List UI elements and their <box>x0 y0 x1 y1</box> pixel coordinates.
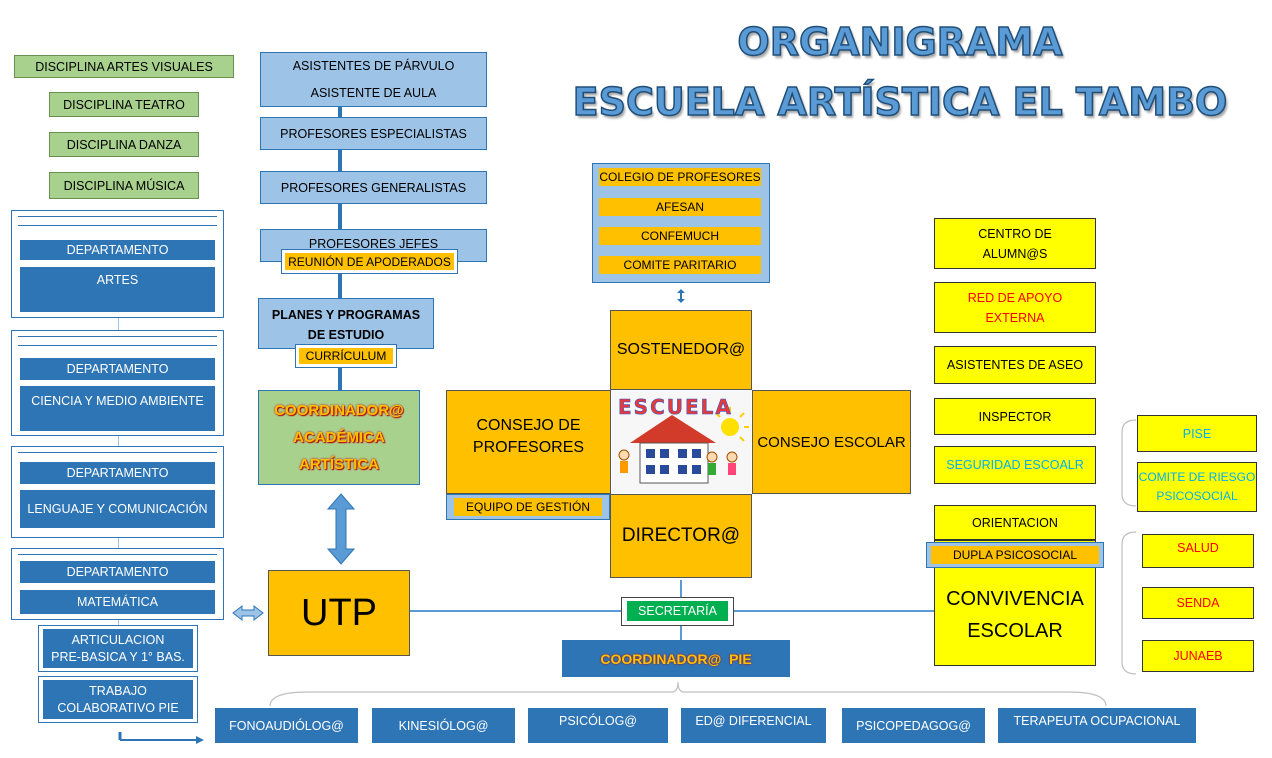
escuela-word: ESCUELA <box>618 395 733 420</box>
double-arrow-vertical <box>326 493 356 565</box>
pise: PISE <box>1137 415 1257 452</box>
school-drawing: ESCUELA <box>612 391 751 493</box>
confemuch: CONFEMUCH <box>599 227 761 245</box>
discipline-artes-visuales: DISCIPLINA ARTES VISUALES <box>14 55 234 78</box>
asistentes-parvulo: ASISTENTES DE PÁRVULO <box>292 59 455 74</box>
afesan: AFESAN <box>599 198 761 216</box>
trabajo-line1: TRABAJO <box>89 683 147 698</box>
coordinadora-line2: ACADÉMICA <box>293 429 385 446</box>
trabajo-colaborativo-box: TRABAJO COLABORATIVO PIE <box>43 680 193 719</box>
asistente-aula: ASISTENTE DE AULA <box>310 85 437 100</box>
department-artes-name: ARTES <box>20 267 215 312</box>
diagram-title-line1: ORGANIGRAMA <box>737 19 1064 65</box>
bottom-left-arrow <box>118 732 204 744</box>
planes-line2: DE ESTUDIO <box>307 328 385 342</box>
profesores-generalistas: PROFESORES GENERALISTAS <box>260 171 487 204</box>
red-apoyo-externa: RED DE APOYO EXTERNA <box>934 282 1096 333</box>
pie-psicologo: PSICÓLOG@ <box>528 708 668 743</box>
department-artes-label: DEPARTAMENTO <box>20 240 215 260</box>
director-box: DIRECTOR@ <box>610 494 752 578</box>
comite-riesgo-psicosocial: COMITE DE RIESGO PSICOSOCIAL <box>1137 462 1257 512</box>
coordinador-pie-box: COORDINADOR@ PIE <box>562 640 790 677</box>
equipo-gestion: EQUIPO DE GESTIÓN <box>454 498 602 516</box>
comite-riesgo-line1: COMITE DE RIESGO <box>1138 470 1256 484</box>
secretaria-box: SECRETARÍA <box>627 601 728 621</box>
discipline-danza: DISCIPLINA DANZA <box>49 132 199 157</box>
articulacion-line1: ARTICULACION <box>71 632 165 647</box>
planes-line1: PLANES Y PROGRAMAS <box>271 308 421 322</box>
department-matematica-label: DEPARTAMENTO <box>20 561 215 583</box>
secretaria-to-pie-connector <box>680 626 682 640</box>
department-ciencia-name: CIENCIA Y MEDIO AMBIENTE <box>20 386 215 431</box>
profesores-especialistas: PROFESORES ESPECIALISTAS <box>260 117 487 150</box>
centro-alumnos: CENTRO DE ALUMN@S <box>934 218 1096 269</box>
coordinadora-line3: ARTÍSTICA <box>299 456 379 473</box>
consejo-profesores-line1: CONSEJO DE <box>476 417 581 434</box>
pie-team-brace <box>269 681 1107 707</box>
department-lenguaje-name: LENGUAJE Y COMUNICACIÓN <box>20 490 215 528</box>
planes-programas-box: PLANES Y PROGRAMAS DE ESTUDIO <box>258 298 434 349</box>
trabajo-line2: COLABORATIVO PIE <box>57 700 179 715</box>
orientacion: ORIENTACION <box>934 505 1096 540</box>
department-matematica-name: MATEMÁTICA <box>20 590 215 614</box>
articulacion-line2: PRE-BASICA Y 1° BAS. <box>51 649 185 664</box>
diagram-title-line2: ESCUELA ARTÍSTICA EL TAMBO <box>572 79 1228 125</box>
centro-alumnos-line1: CENTRO DE <box>978 226 1052 241</box>
red-apoyo-line2: EXTERNA <box>985 310 1045 325</box>
senda: SENDA <box>1142 587 1254 619</box>
double-arrow-left <box>232 604 264 622</box>
red-apoyo-line1: RED DE APOYO <box>967 290 1063 305</box>
school-illustration-icon <box>618 407 749 484</box>
asistentes-aseo: ASISTENTES DE ASEO <box>934 346 1096 384</box>
junaeb: JUNAEB <box>1142 640 1254 672</box>
dupla-psicosocial: DUPLA PSICOSOCIAL <box>931 546 1099 564</box>
department-lenguaje-label: DEPARTAMENTO <box>20 462 215 484</box>
colegio-sostenedor-arrow <box>677 289 685 303</box>
pie-kinesiologo: KINESIÓLOG@ <box>372 708 515 743</box>
sostenedor-box: SOSTENEDOR@ <box>610 310 752 390</box>
convivencia-bracket <box>1121 531 1137 675</box>
consejo-profesores-box: CONSEJO DE PROFESORES <box>446 390 611 494</box>
director-to-secretaria-connector <box>680 580 682 598</box>
pie-ed-diferencial: ED@ DIFERENCIAL <box>681 708 826 743</box>
pie-psicopedagogo: PSICOPEDAGOG@ <box>842 708 985 743</box>
convivencia-line2: ESCOLAR <box>967 620 1063 642</box>
seguridad-bracket <box>1121 419 1137 507</box>
coordinadora-academica: COORDINADOR@ ACADÉMICA ARTÍSTICA <box>258 390 420 485</box>
coordinadora-line1: COORDINADOR@ <box>274 402 404 419</box>
seguridad-escolar: SEGURIDAD ESCOALR <box>934 446 1096 484</box>
convivencia-line1: CONVIVENCIA <box>946 588 1084 610</box>
colegio-profesores: COLEGIO DE PROFESORES <box>599 168 761 186</box>
department-ciencia-label: DEPARTAMENTO <box>20 358 215 380</box>
utp-box: UTP <box>268 570 410 656</box>
comite-paritario: COMITE PARITARIO <box>599 256 761 274</box>
consejo-escolar-box: CONSEJO ESCOLAR <box>752 390 911 494</box>
curriculum-box: CURRÍCULUM <box>295 344 397 368</box>
inspector: INSPECTOR <box>934 398 1096 435</box>
reunion-apoderados: REUNIÓN DE APODERADOS <box>281 249 458 274</box>
asistentes-box: ASISTENTES DE PÁRVULO ASISTENTE DE AULA <box>260 52 487 107</box>
pie-fonoaudiologo: FONOAUDIÓLOG@ <box>215 708 358 743</box>
discipline-teatro: DISCIPLINA TEATRO <box>49 92 199 117</box>
consejo-profesores-line2: PROFESORES <box>472 439 585 456</box>
salud: SALUD <box>1142 534 1254 568</box>
comite-riesgo-line2: PSICOSOCIAL <box>1156 489 1238 503</box>
discipline-musica: DISCIPLINA MÚSICA <box>49 172 199 199</box>
centro-alumnos-line2: ALUMN@S <box>982 246 1048 261</box>
articulacion-box: ARTICULACION PRE-BASICA Y 1° BAS. <box>43 629 193 668</box>
pie-terapeuta-ocupacional: TERAPEUTA OCUPACIONAL <box>998 708 1196 743</box>
